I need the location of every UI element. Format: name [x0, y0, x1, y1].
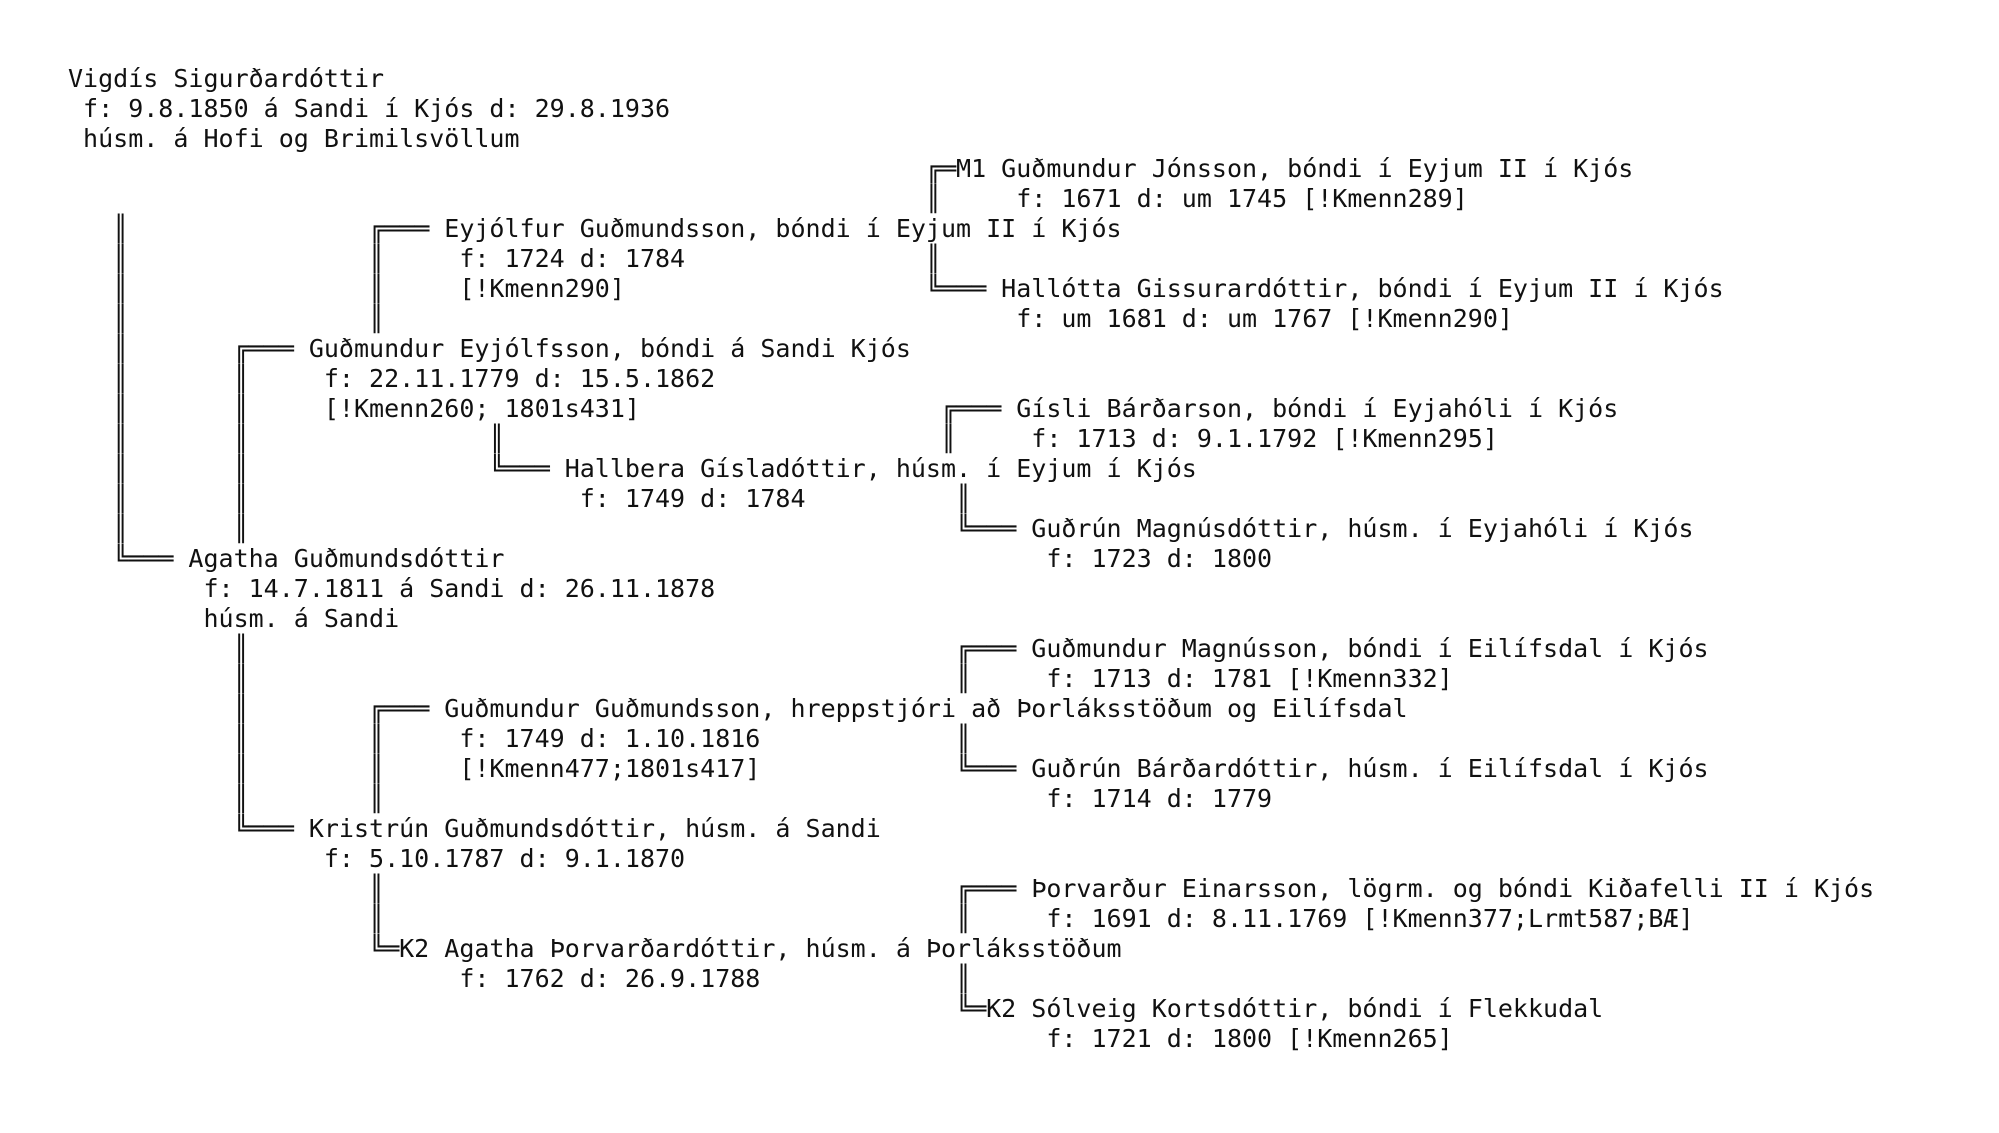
- tree-line: f: 1762 d: 26.9.1788 ║: [68, 964, 972, 993]
- tree-line: ║ f: 1671 d: um 1745 [!Kmenn289]: [68, 184, 1468, 213]
- tree-line: ║ ╔═══ Guðmundur Magnússon, bóndi í Eilí…: [68, 634, 1709, 663]
- tree-line: húsm. á Hofi og Brimilsvöllum: [68, 124, 520, 153]
- tree-line: ║ ║ f: 1749 d: 1784 ║: [68, 484, 972, 513]
- tree-line: Vigdís Sigurðardóttir: [68, 64, 385, 93]
- tree-line: ║ ║ f: 1749 d: 1.10.1816 ║: [68, 724, 972, 753]
- tree-line: f: 14.7.1811 á Sandi d: 26.11.1878: [68, 574, 716, 603]
- tree-line: húsm. á Sandi: [68, 604, 400, 633]
- tree-line: ║ ║ f: 1691 d: 8.11.1769 [!Kmenn377;Lrmt…: [68, 904, 1694, 933]
- tree-line: ╚═K2 Agatha Þorvarðardóttir, húsm. á Þor…: [68, 934, 1122, 963]
- tree-line: ║ ║ ╚═══ Guðrún Magnúsdóttir, húsm. í Ey…: [68, 514, 1694, 543]
- tree-line: ║ ║ f: 1714 d: 1779: [68, 784, 1273, 813]
- tree-line: f: 1721 d: 1800 [!Kmenn265]: [68, 1024, 1453, 1053]
- tree-line: ║ ╔═══ Guðmundur Guðmundsson, hreppstjór…: [68, 694, 1408, 723]
- tree-line: ║ ║ f: 1713 d: 1781 [!Kmenn332]: [68, 664, 1453, 693]
- tree-line: f: 5.10.1787 d: 9.1.1870: [68, 844, 686, 873]
- tree-line: ║ ║ [!Kmenn477;1801s417] ╚═══ Guðrún Bár…: [68, 754, 1709, 783]
- tree-line: ║ ║ f: um 1681 d: um 1767 [!Kmenn290]: [68, 304, 1513, 333]
- tree-line: ╔═M1 Guðmundur Jónsson, bóndi í Eyjum II…: [68, 154, 1634, 183]
- genealogy-tree: Vigdís Sigurðardóttir f: 9.8.1850 á Sand…: [68, 64, 1874, 1054]
- tree-line: ╚═══ Kristrún Guðmundsdóttir, húsm. á Sa…: [68, 814, 881, 843]
- tree-line: ║ ╔═══ Eyjólfur Guðmundsson, bóndi í Eyj…: [68, 214, 1122, 243]
- tree-line: ║ ║ ╚═══ Hallbera Gísladóttir, húsm. í E…: [68, 454, 1197, 483]
- tree-line: ╚═══ Agatha Guðmundsdóttir f: 1723 d: 18…: [68, 544, 1273, 573]
- tree-line: ║ ║ f: 1724 d: 1784 ║: [68, 244, 941, 273]
- tree-line: ║ ║ [!Kmenn260; 1801s431] ╔═══ Gísli Bár…: [68, 394, 1619, 423]
- tree-line: ║ ║ ║ ║ f: 1713 d: 9.1.1792 [!Kmenn295]: [68, 424, 1498, 453]
- tree-line: ║ ║ f: 22.11.1779 d: 15.5.1862: [68, 364, 716, 393]
- tree-line: ║ ╔═══ Þorvarður Einarsson, lögrm. og bó…: [68, 874, 1875, 903]
- tree-line: ╚═K2 Sólveig Kortsdóttir, bóndi í Flekku…: [68, 994, 1604, 1023]
- tree-line: ║ ║ [!Kmenn290] ╚═══ Hallótta Gissurardó…: [68, 274, 1724, 303]
- tree-line: ║ ╔═══ Guðmundur Eyjólfsson, bóndi á San…: [68, 334, 911, 363]
- tree-line: f: 9.8.1850 á Sandi í Kjós d: 29.8.1936: [68, 94, 671, 123]
